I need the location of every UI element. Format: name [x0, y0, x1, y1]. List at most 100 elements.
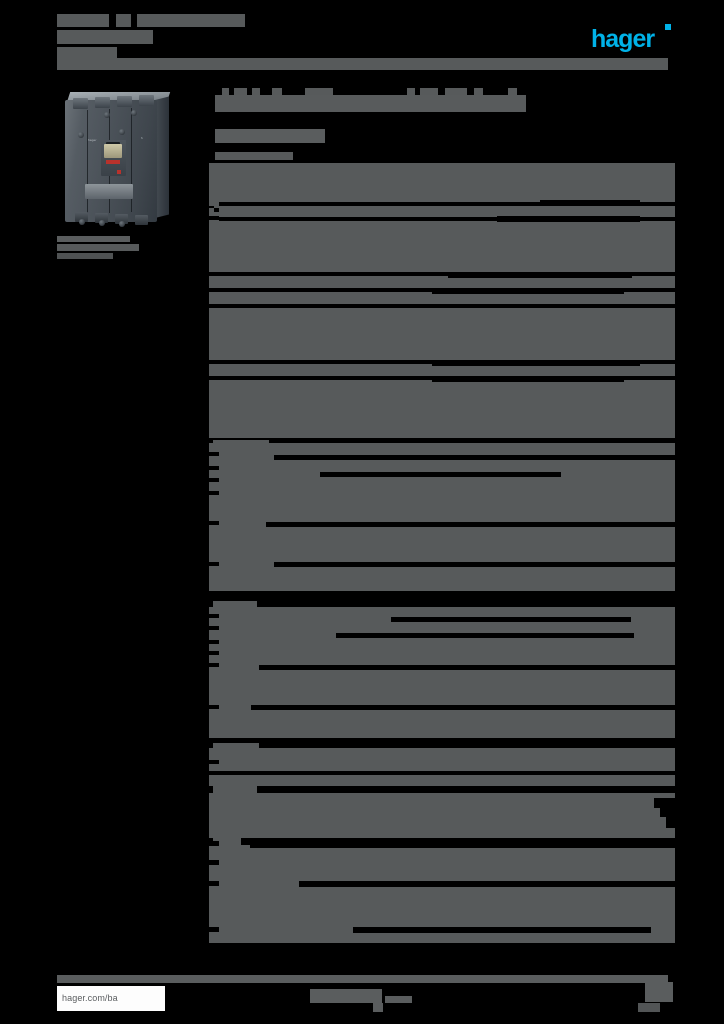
- table-value-strip: [432, 376, 624, 382]
- table-row-gap: [209, 860, 219, 865]
- table-row-gap: [209, 663, 219, 667]
- product-groove-3: [131, 108, 132, 212]
- table-row-gap: [209, 160, 675, 163]
- table-row-gap: [209, 360, 219, 364]
- table-row-gap: [209, 216, 219, 220]
- table-row-gap: [251, 705, 675, 710]
- table-row-gap: [219, 272, 675, 276]
- product-terminal-1: [73, 98, 88, 109]
- table-step-notch-1: [654, 798, 675, 808]
- product-trip-dot: [117, 170, 121, 174]
- product-image: hager h: [57, 88, 172, 259]
- page-subtitle-1: [215, 129, 325, 143]
- table-row-gap: [209, 376, 219, 380]
- table-row-gap: [209, 466, 219, 470]
- table-row-gap: [320, 472, 561, 477]
- table-value-strip: [432, 360, 640, 366]
- footer-page-number-sub: [638, 1003, 660, 1012]
- table-step-notch-2: [660, 808, 675, 817]
- product-toggle-handle: [104, 144, 122, 158]
- table-row-gap: [209, 491, 219, 495]
- table-section-gap: [209, 438, 675, 442]
- footer-center-text-2: [385, 996, 412, 1003]
- spec-section-5-heading: [213, 786, 257, 795]
- table-row-gap: [209, 562, 219, 566]
- page-title-ascender-5: [305, 88, 333, 95]
- product-screw-3: [78, 132, 84, 138]
- table-row-gap: [209, 927, 219, 932]
- spec-section-4-heading: [213, 743, 259, 752]
- product-lug-4: [135, 215, 148, 225]
- table-row-gap: [259, 665, 675, 670]
- table-section-gap: [209, 738, 675, 742]
- footer-url-box: [57, 986, 165, 1011]
- page-title-ascender-1: [222, 88, 229, 95]
- product-lug-2: [95, 213, 108, 223]
- product-lug-3: [115, 214, 128, 224]
- product-caption-line-2: [57, 244, 139, 251]
- product-side-face: [155, 96, 169, 218]
- footer-rule: [57, 975, 668, 983]
- product-groove-1: [87, 110, 88, 214]
- table-section-gap: [209, 838, 675, 842]
- table-row-gap: [250, 842, 675, 848]
- footer-center-text-1: [310, 989, 382, 1003]
- header-title-word-3: [137, 14, 245, 27]
- spec-section-5-body: [209, 793, 675, 838]
- product-bottom-screw-3: [119, 221, 125, 227]
- header-subtitle-line-1: [57, 30, 153, 44]
- page-title-ascender-10: [508, 88, 517, 95]
- table-row-gap: [209, 640, 219, 644]
- table-row-gap: [209, 206, 214, 208]
- table-row-gap: [209, 478, 219, 482]
- table-step-notch-3: [666, 817, 675, 828]
- table-row-gap: [209, 626, 219, 630]
- product-bottom-screw-2: [99, 220, 105, 226]
- footer-url[interactable]: hager.com/ba: [62, 993, 118, 1003]
- footer-center-text-3: [373, 1003, 383, 1012]
- header-title-word-2: [116, 14, 131, 27]
- product-lug-1: [75, 212, 88, 222]
- product-screw-2: [131, 110, 137, 116]
- product-label-panel: [85, 184, 133, 199]
- footer-page-number: [645, 982, 673, 1002]
- page-subtitle-2: [215, 152, 293, 162]
- table-row-gap: [209, 304, 219, 308]
- table-row-gap: [209, 760, 219, 764]
- table-row-gap: [274, 562, 675, 567]
- page-title-ascender-6: [407, 88, 415, 95]
- header-title-word-1: [57, 14, 109, 27]
- spec-section-6-heading: [213, 838, 241, 847]
- table-value-strip: [432, 288, 624, 294]
- table-value-strip: [391, 617, 631, 622]
- table-value-strip: [353, 927, 651, 933]
- hager-logo: hager: [591, 25, 655, 53]
- table-row-gap: [209, 272, 219, 276]
- table-value-strip: [448, 272, 632, 278]
- product-terminal-4: [139, 95, 154, 106]
- table-row-gap: [209, 288, 219, 292]
- page-title: [215, 95, 526, 112]
- table-row-gap: [214, 208, 219, 212]
- table-row-gap: [209, 705, 219, 709]
- spec-section-2-body: [209, 443, 675, 591]
- table-section-gap: [209, 943, 675, 947]
- product-bottom-screw-1: [79, 219, 85, 225]
- spec-section-4-body: [209, 748, 675, 786]
- page-title-ascender-4: [272, 88, 282, 95]
- product-terminal-2: [95, 97, 110, 108]
- product-caption-line-1: [57, 236, 130, 242]
- spec-section-3-heading: [213, 601, 257, 610]
- table-row-gap: [219, 202, 675, 206]
- table-value-strip: [540, 200, 640, 206]
- hager-logo-mark: [665, 24, 671, 30]
- product-brand-mark: hager: [88, 138, 97, 142]
- table-value-strip: [336, 633, 634, 638]
- header-subtitle-line-2: [57, 47, 117, 58]
- page-title-ascender-9: [474, 88, 483, 95]
- page-title-ascender-7: [420, 88, 438, 95]
- table-row-gap: [274, 455, 675, 460]
- spec-section-1-body: [209, 160, 675, 438]
- table-row-gap: [209, 651, 219, 655]
